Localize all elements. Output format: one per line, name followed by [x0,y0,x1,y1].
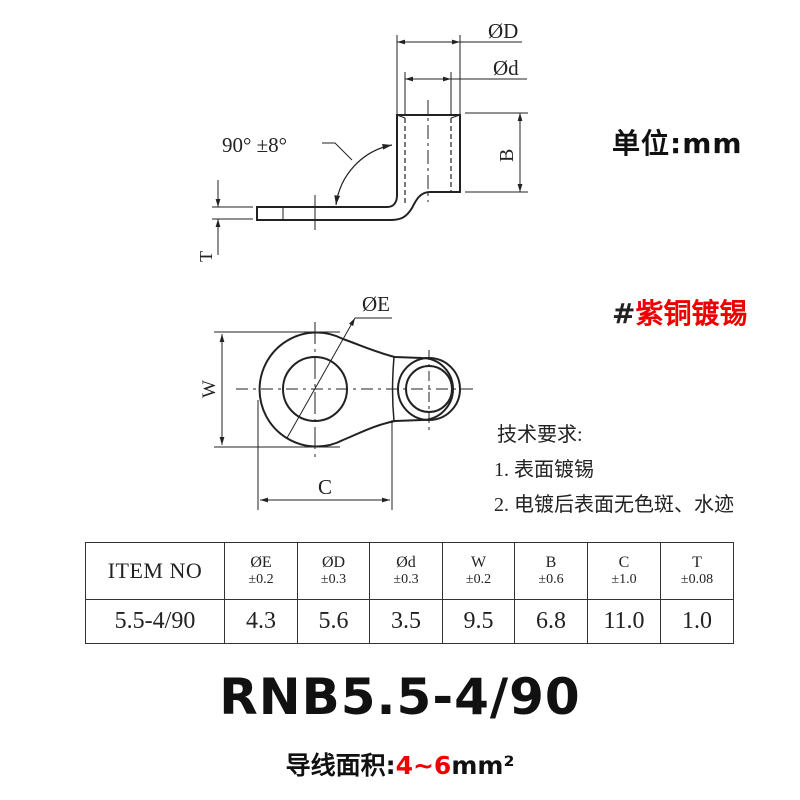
side-view-labels: ØD Ød B T 90° ±8° [196,19,519,262]
wire-area-range: 4~6 [395,751,452,780]
material-label: #紫铜镀锡 [612,292,747,332]
side-view [212,35,528,255]
dim-label-outer-dia: ØD [488,19,518,43]
header-item-no: ITEM NO [85,542,225,600]
dim-label-length: C [318,475,332,499]
header-cell: T±0.08 [660,542,734,600]
wire-area: 导线面积:4~6mm² [0,746,800,782]
cell-value: 9.5 [442,599,515,644]
table-row: 5.5-4/90 4.3 5.6 3.5 9.5 6.8 11.0 1.0 [85,599,734,644]
cell-item-no: 5.5-4/90 [85,599,225,644]
dim-label-thickness: T [196,251,216,262]
requirement-item: 2. 电镀后表面无色斑、水迹 [494,494,734,516]
dim-label-inner-dia: Ød [493,56,519,80]
requirements-title: 技术要求: [497,424,583,446]
header-cell: ØE±0.2 [224,542,298,600]
model-name: RNB5.5-4/90 [219,668,581,726]
unit-label: 单位:mm [612,127,743,160]
cell-value: 6.8 [514,599,588,644]
technical-drawing: ØD Ød B T 90° ±8° ØE W C [196,19,528,510]
technical-requirements: 技术要求: 1. 表面镀锡 2. 电镀后表面无色斑、水迹 [494,418,734,523]
cell-value: 3.5 [369,599,443,644]
header-cell: Ød±0.3 [369,542,443,600]
cell-value: 11.0 [587,599,661,644]
dim-label-angle: 90° ±8° [222,133,287,157]
dim-label-width: W [199,380,220,398]
table-header-row: ITEM NO ØE±0.2 ØD±0.3 Ød±0.3 W±0.2 B±0.6… [85,542,734,600]
header-cell: B±0.6 [514,542,588,600]
requirement-item: 1. 表面镀锡 [494,459,594,481]
top-view-labels: ØE W C [199,292,390,499]
wire-area-unit: mm² [451,751,515,780]
header-cell: C±1.0 [587,542,661,600]
cell-value: 4.3 [224,599,298,644]
spec-table: ITEM NO ØE±0.2 ØD±0.3 Ød±0.3 W±0.2 B±0.6… [85,542,734,644]
header-cell: ØD±0.3 [297,542,370,600]
dim-label-height: B [496,149,518,162]
material-hash: # [612,297,636,330]
dim-label-hole-dia: ØE [362,292,390,316]
material-text: 紫铜镀锡 [635,297,748,330]
cell-value: 1.0 [660,599,734,644]
cell-value: 5.6 [297,599,370,644]
wire-area-label: 导线面积: [285,751,396,780]
header-cell: W±0.2 [442,542,515,600]
top-view [214,317,475,510]
